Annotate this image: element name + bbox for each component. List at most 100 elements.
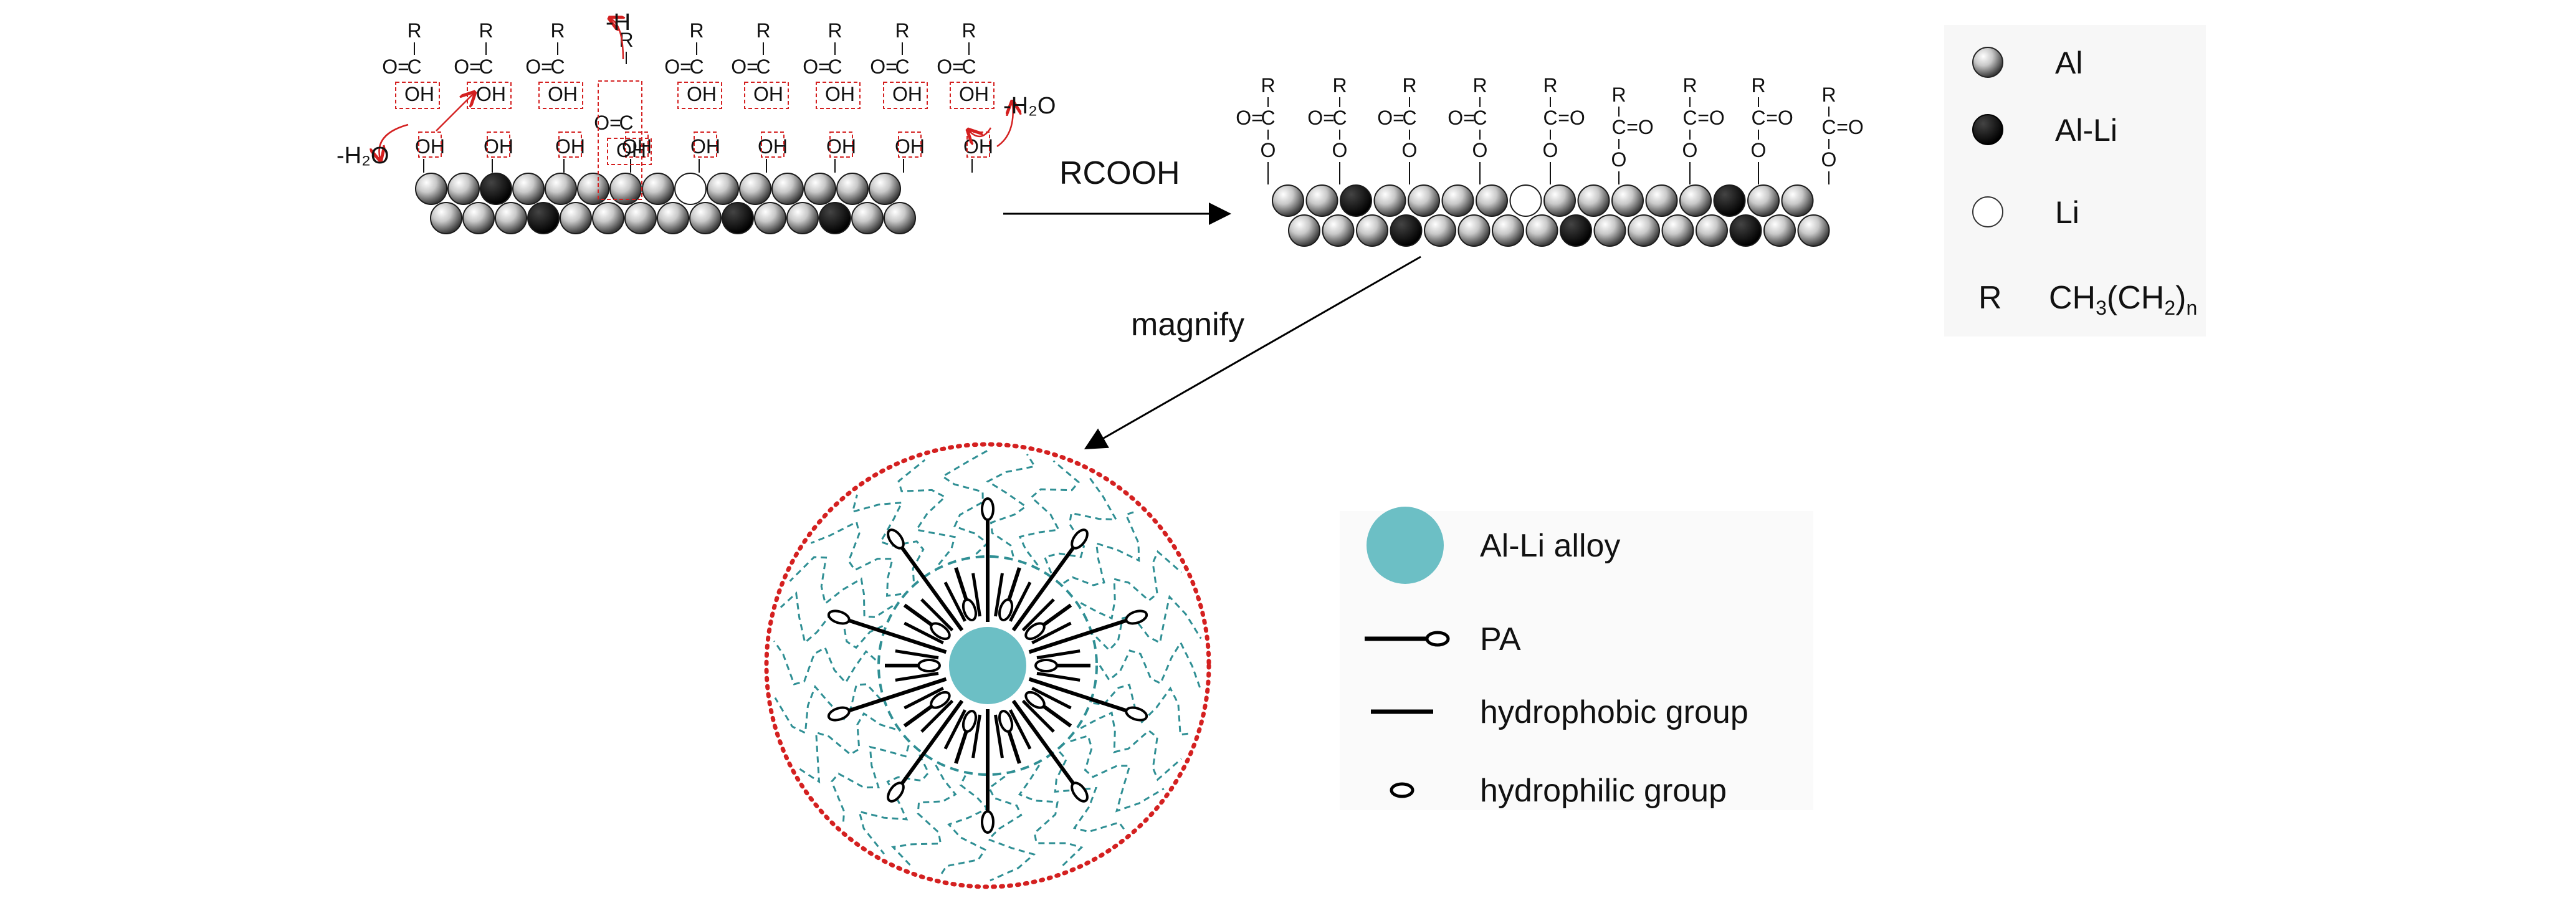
pa-head <box>827 706 851 722</box>
micelle-water-layer <box>773 449 1203 882</box>
al-sphere <box>592 202 624 234</box>
li-site-highlight <box>598 80 642 200</box>
pa-head <box>1034 659 1058 672</box>
ester-o-label: O <box>1611 148 1627 171</box>
acid-oxo-label: O= <box>664 55 692 78</box>
pa-tail <box>900 546 964 632</box>
ester-o-label: O <box>1543 139 1558 161</box>
al-li-sphere <box>1713 184 1746 217</box>
pa-head <box>1125 706 1148 722</box>
pa-head <box>1125 609 1148 625</box>
acid-oh-label: OH <box>687 83 717 105</box>
pa-head <box>887 528 905 550</box>
al-sphere <box>754 202 786 234</box>
ester-eq-label: =O <box>1836 116 1864 138</box>
acid-r-label: R <box>895 19 909 42</box>
ester-r-label: R <box>1332 74 1347 97</box>
al-li-sphere <box>1729 214 1762 247</box>
ester-o-label: O <box>1261 139 1276 161</box>
pa-tail <box>1007 730 1021 764</box>
acid-oh-label: OH <box>959 83 989 105</box>
al-sphere <box>1457 214 1491 247</box>
solvent-chain <box>986 453 1036 557</box>
legend-top: Al Al-Li Li R CH3(CH2)n <box>1972 45 2197 319</box>
ester-r-label: R <box>1472 74 1487 97</box>
hydrophobic-chain <box>1036 672 1080 682</box>
surface-oh-label: OH <box>895 135 925 158</box>
acid-r-label: R <box>407 19 421 42</box>
solvent-chain <box>1054 751 1126 833</box>
pa-head <box>887 781 905 803</box>
al-sphere <box>1696 214 1728 247</box>
oh-highlight-box <box>829 131 853 158</box>
water-right-label: -H₂O <box>1003 93 1056 119</box>
ester-oxo-label: O= <box>1448 107 1475 129</box>
reagent-label: RCOOH <box>1059 155 1180 191</box>
surface-oh-label: OH <box>826 135 856 158</box>
pa-head <box>998 598 1014 622</box>
al-sphere <box>1763 214 1796 247</box>
legend-hydrophobic-label: hydrophobic group <box>1480 694 1748 730</box>
ester-eq-label: =O <box>1558 107 1585 129</box>
pa-tail <box>1007 567 1021 601</box>
hydrophobic-chain <box>895 649 939 659</box>
acid-oxo-label: O= <box>870 55 897 78</box>
pa-tail <box>1028 677 1128 713</box>
al-sphere <box>1797 214 1830 247</box>
solvent-chain <box>857 754 930 855</box>
acid-c-label: C <box>961 55 976 78</box>
acid-oh-label: OH <box>476 83 506 105</box>
al-sphere <box>786 202 819 234</box>
solvent-chain <box>810 520 902 597</box>
ester-eq-label: =O <box>1626 116 1654 138</box>
al-sphere <box>851 202 884 234</box>
al-sphere <box>624 202 657 234</box>
ester-r-label: R <box>1543 74 1557 97</box>
solvent-chain <box>1018 460 1080 566</box>
acid-r-label: R <box>479 19 493 42</box>
hydrophobic-chain <box>943 581 966 622</box>
ester-c-label: C <box>1751 107 1765 129</box>
magnify-label: magnify <box>1131 307 1244 343</box>
al-sphere <box>1747 184 1780 217</box>
ester-c-label: C <box>1332 107 1347 129</box>
acid-oh-highlight <box>677 82 722 109</box>
ester-c-label: C <box>1821 116 1836 138</box>
al-sphere <box>1593 214 1626 247</box>
right-surface <box>1272 184 1830 247</box>
ester-r-label: R <box>1751 74 1765 97</box>
acid-r-label: R <box>689 19 704 42</box>
solvent-chain <box>789 556 894 618</box>
al-li-sphere <box>722 202 754 234</box>
acid-c-label: C <box>689 55 704 78</box>
oh-highlight-box <box>625 131 649 158</box>
legend-al-label: Al <box>2055 45 2082 80</box>
solvent-chain <box>1063 510 1140 586</box>
water-left-label: -H₂O <box>336 143 389 169</box>
legend-al-li-label: Al-Li <box>2055 113 2117 148</box>
pa-tail <box>954 567 968 601</box>
legend-pa-label: PA <box>1480 621 1521 657</box>
hydrophobic-chain <box>920 699 954 733</box>
pa-head <box>827 609 851 625</box>
al-sphere <box>884 202 916 234</box>
legend-r-value: CH3(CH2)n <box>2049 280 2197 319</box>
reaction-red-arrow <box>969 128 992 136</box>
reaction-red-arrow <box>436 93 474 131</box>
pa-head <box>1024 622 1046 641</box>
ester-r-label: R <box>1682 74 1697 97</box>
ester-c-label: C <box>1543 107 1557 129</box>
ester-o-label: O <box>1402 139 1418 161</box>
acid-oh-label: OH <box>548 83 578 105</box>
micelle-pa-molecules <box>827 497 1148 834</box>
acid-r-label: R <box>550 19 565 42</box>
al-sphere <box>512 173 545 205</box>
acid-c-label: C <box>550 55 565 78</box>
ester-oxo-label: O= <box>1236 107 1263 129</box>
pa-head <box>1024 690 1046 709</box>
pa-head <box>917 659 941 672</box>
al-sphere <box>1679 184 1712 217</box>
micelle <box>764 442 1211 889</box>
al-sphere <box>1476 184 1508 217</box>
